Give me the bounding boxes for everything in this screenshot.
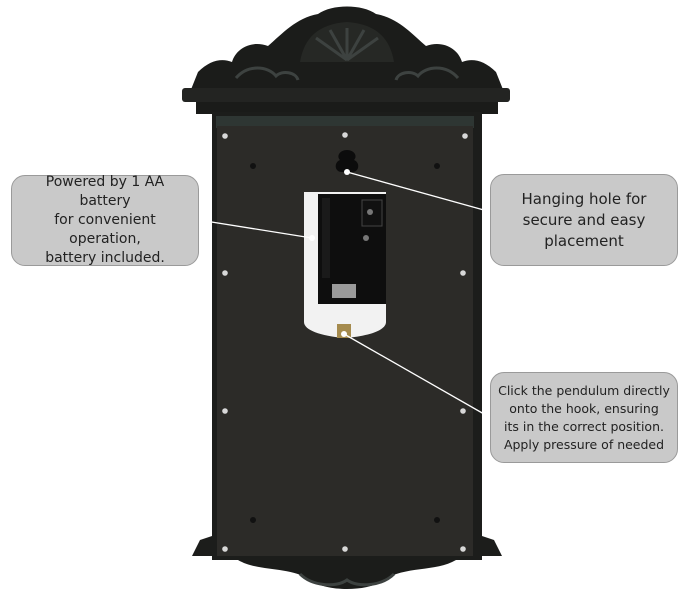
pendulum-callout: Click the pendulum directly onto the hoo…	[490, 372, 678, 463]
pendulum-hook-marker	[341, 331, 347, 337]
hanging-hole-callout: Hanging hole for secure and easy placeme…	[490, 174, 678, 266]
battery-callout: Powered by 1 AA battery for convenient o…	[11, 174, 199, 266]
leader-lines	[198, 171, 492, 419]
hanging-hole-marker	[344, 169, 350, 175]
clock-crest	[182, 6, 510, 114]
clock-body	[192, 112, 502, 589]
panel-holes	[250, 163, 440, 523]
battery-marker	[309, 235, 315, 241]
panel-screws	[222, 132, 468, 552]
clock-movement	[304, 192, 386, 338]
hanging-hole	[335, 150, 359, 172]
